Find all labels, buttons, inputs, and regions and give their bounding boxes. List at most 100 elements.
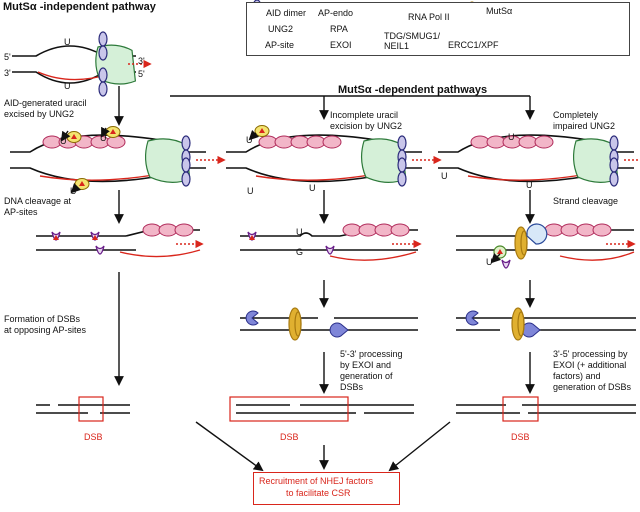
rowA-col1-polii [144, 138, 191, 183]
rpa-protein [258, 135, 278, 149]
step-proc35-3: factors) and [553, 371, 601, 381]
aid-dimer-top-1 [98, 31, 108, 47]
rowD3-strands [456, 404, 636, 414]
exoi-c2b [329, 322, 349, 338]
rowA-col2-aid2 [397, 171, 407, 187]
step-impaired-2: impaired UNG2 [553, 121, 616, 131]
rpa-protein [470, 135, 490, 149]
uracil-2: U [100, 133, 107, 143]
legend-neil: NEIL1 [384, 41, 410, 51]
mutsa-c2 [294, 311, 302, 337]
rowB1-rna [119, 249, 201, 258]
label-3prime-right: 3' [138, 56, 145, 66]
rpa-protein [342, 223, 362, 237]
exoi-c2a [245, 310, 259, 326]
dsb-box-2 [229, 396, 349, 422]
ap-site-b1 [53, 235, 59, 240]
uracil-5: U [309, 183, 316, 193]
rowA-col1-aid2 [181, 157, 191, 173]
guanine-label: G [296, 247, 304, 257]
dsb-label-1: DSB [84, 432, 103, 442]
uracil-10: U [296, 227, 303, 237]
legend-tdg: TDG/SMUG1/ [384, 31, 441, 41]
rpa-protein [290, 135, 310, 149]
label-5prime-top: 5' [4, 52, 11, 62]
ap-site-2 [110, 129, 116, 134]
rowD1-strands [36, 404, 130, 414]
rowA-col3-aid [609, 135, 619, 151]
legend-exoi: EXOI [330, 40, 352, 50]
step-formation-1: Formation of DSBs [4, 314, 81, 324]
uracil-1: U [60, 136, 67, 146]
rpa-protein [158, 223, 178, 237]
rpa-protein [174, 223, 194, 237]
rpa-protein [518, 135, 538, 149]
rpa-protein [534, 135, 554, 149]
rowA-col3-aid2 [609, 171, 619, 187]
rpa-protein [142, 223, 162, 237]
legend-ung2: UNG2 [268, 24, 294, 34]
rpa-protein [576, 223, 596, 237]
rowD2-strands [236, 404, 414, 414]
rowB3-rna [559, 251, 635, 261]
step-aid-excised-1: AID-generated uracil [4, 98, 87, 108]
step-incomplete-1: Incomplete uracil [330, 110, 399, 120]
ap-endo-5 [325, 245, 335, 255]
rpa-protein [106, 135, 126, 149]
step-strand-cleavage: Strand cleavage [553, 196, 619, 206]
arrow-to-recruit-1 [195, 421, 264, 472]
rowB2-upper [240, 229, 418, 237]
aid-dimer-top-2 [98, 81, 108, 97]
rowA-col3-aid2 [609, 157, 619, 173]
rpa-protein [306, 135, 326, 149]
uracil-9: U [526, 180, 533, 190]
legend-aid-dimer: AID dimer [266, 8, 307, 18]
rpa-protein [544, 223, 564, 237]
legend-ap-site: AP-site [265, 40, 295, 50]
step-incomplete-2: excision by UNG2 [330, 121, 403, 131]
legend-ercc: ERCC1/XPF [448, 40, 499, 50]
step-aid-excised-2: excised by UNG2 [4, 109, 75, 119]
uracil-7: U [508, 132, 515, 142]
rpa-protein [358, 223, 378, 237]
uracil-4: U [246, 135, 253, 145]
label-5prime-right: 5' [138, 69, 145, 79]
excise-arrow-2 [101, 126, 110, 138]
uracil-bottom: U [64, 81, 71, 91]
step-formation-2: at opposing AP-sites [4, 325, 87, 335]
mutsa-b3 [520, 230, 528, 256]
dsb-box-1 [78, 396, 104, 422]
rpa-protein [274, 135, 294, 149]
uracil-top: U [64, 37, 71, 47]
recruitment-box [253, 472, 400, 505]
rpa-protein [374, 223, 394, 237]
aid-dimer-top-1 [98, 45, 108, 61]
aid-dimer-top-2 [98, 67, 108, 83]
rpa-protein [390, 223, 410, 237]
rpa-protein [322, 135, 342, 149]
label-3prime-top: 3' [4, 68, 11, 78]
ap-site-4 [259, 128, 265, 133]
rowA-col2-polii [360, 138, 407, 183]
excise-arrow-3 [70, 182, 82, 194]
step-proc53-1: 5'-3' processing [340, 349, 403, 359]
step-proc35-1: 3'-5' processing by [553, 349, 628, 359]
rowA-col2-aid2 [397, 157, 407, 173]
legend-rpa: RPA [330, 24, 348, 34]
ap-endo-3 [95, 245, 105, 255]
step-proc35-2: EXOI (+ additional [553, 360, 627, 370]
arrow-to-recruit-3 [388, 421, 451, 472]
rowA-col1-aid2 [181, 171, 191, 187]
ap-site-b2 [92, 235, 98, 240]
excise-arrow-1 [60, 130, 71, 142]
uracil-8: U [441, 171, 448, 181]
uracil-3: U [70, 186, 77, 196]
step-proc53-3: generation of [340, 371, 393, 381]
legend-ap-endo: AP-endo [318, 8, 354, 18]
uracil-11: U [486, 257, 493, 267]
title-dependent: MutSα -dependent pathways [338, 84, 488, 96]
ap-site-b4 [497, 249, 503, 254]
legend-box [246, 2, 630, 56]
